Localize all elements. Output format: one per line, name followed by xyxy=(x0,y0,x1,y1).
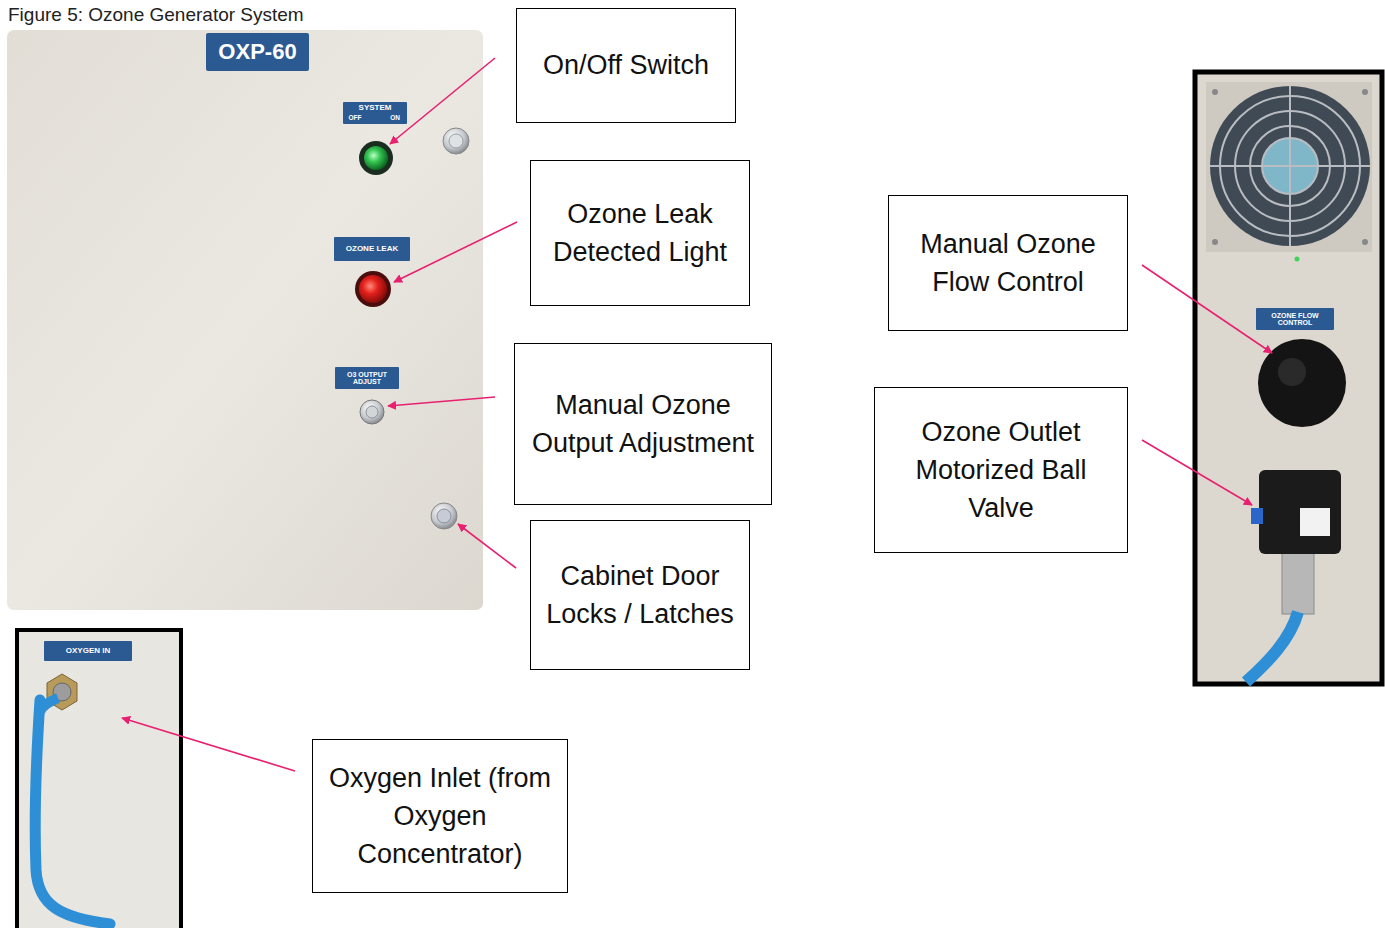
panel-label: OXYGEN IN xyxy=(44,641,132,661)
callout-text: Manual Ozone Output Adjustment xyxy=(526,386,760,463)
status-led xyxy=(1295,257,1300,262)
output-button-core xyxy=(366,406,378,418)
callout-text: Ozone Outlet Motorized Ball Valve xyxy=(886,413,1116,528)
figure-title: Figure 5: Ozone Generator System xyxy=(8,4,304,26)
oxygen-inset xyxy=(17,630,181,928)
flow-plate xyxy=(1256,308,1334,330)
leader-line xyxy=(458,524,516,568)
switch-plate xyxy=(343,102,407,124)
leader-line xyxy=(390,58,495,144)
callout-box: Ozone Leak Detected Light xyxy=(530,160,750,306)
screw xyxy=(1362,239,1368,245)
callout-box: Cabinet Door Locks / Latches xyxy=(530,520,750,670)
fan xyxy=(1210,86,1370,246)
callout-text: Manual Ozone Flow Control xyxy=(900,225,1116,302)
side-inset xyxy=(1195,72,1382,684)
leader-lines xyxy=(122,58,1272,771)
callout-box: Manual Ozone Output Adjustment xyxy=(514,343,772,505)
output-plate xyxy=(335,367,399,389)
door-latch-core xyxy=(449,134,463,148)
oxygen-plate xyxy=(44,641,132,661)
panel-label: OFF xyxy=(345,113,365,123)
model-name: OXP-60 xyxy=(206,33,309,71)
callout-text: Cabinet Door Locks / Latches xyxy=(542,557,738,634)
pipe-fitting xyxy=(1282,552,1314,614)
leak-bezel xyxy=(355,271,391,307)
leader-line xyxy=(1142,440,1252,505)
fan-housing xyxy=(1206,82,1372,252)
fan-grille xyxy=(1289,86,1291,246)
cabinet-panel xyxy=(7,30,483,610)
oxygen-hose xyxy=(40,698,58,712)
switch-bezel xyxy=(359,141,393,175)
panel-label: O3 OUTPUT ADJUST xyxy=(335,367,399,389)
valve-tab xyxy=(1251,508,1263,524)
callout-text: On/Off Switch xyxy=(543,46,709,84)
screw xyxy=(1362,89,1368,95)
door-latch-core xyxy=(437,509,451,523)
door-latch xyxy=(443,128,469,154)
ozone-hose xyxy=(1246,612,1298,682)
valve-sticker xyxy=(1300,508,1330,536)
screw xyxy=(1212,89,1218,95)
leak-light xyxy=(359,275,387,303)
panel-label: SYSTEM xyxy=(343,102,407,114)
switch-light xyxy=(364,146,388,170)
leader-line xyxy=(1142,265,1272,353)
callout-box: Manual Ozone Flow Control xyxy=(888,195,1128,331)
leader-line xyxy=(394,222,517,282)
oxygen-hose xyxy=(35,700,110,924)
callout-box: On/Off Switch xyxy=(516,8,736,123)
panel-label: OZONE LEAK xyxy=(334,237,410,261)
model-plate xyxy=(206,33,309,71)
callout-text: Ozone Leak Detected Light xyxy=(542,195,738,272)
output-button xyxy=(360,400,384,424)
callout-box: Oxygen Inlet (from Oxygen Concentrator) xyxy=(312,739,568,893)
panel-label: ON xyxy=(385,113,405,123)
leader-line xyxy=(122,718,295,771)
callout-box: Ozone Outlet Motorized Ball Valve xyxy=(874,387,1128,553)
callout-text: Oxygen Inlet (from Oxygen Concentrator) xyxy=(324,759,556,874)
flow-knob-shine xyxy=(1278,358,1306,386)
panel-label: OZONE FLOW CONTROL xyxy=(1256,308,1334,330)
leader-line xyxy=(388,397,495,406)
ball-valve xyxy=(1259,470,1341,554)
screw xyxy=(1212,239,1218,245)
leak-plate xyxy=(334,237,410,261)
door-latch xyxy=(431,503,457,529)
